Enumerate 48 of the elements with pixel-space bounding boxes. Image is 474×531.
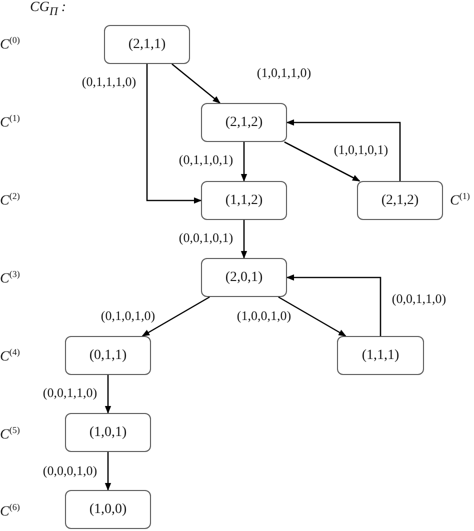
state-label: (1,1,2) — [225, 192, 263, 208]
state-label: (2,1,2) — [381, 192, 419, 208]
edge-label: (1,0,1,1,0) — [256, 66, 312, 80]
state-label: (2,0,1) — [225, 270, 263, 286]
level-label: C$^{(3)}$ — [0, 270, 20, 288]
arrow — [278, 296, 346, 337]
arrow — [286, 119, 401, 181]
arrow — [240, 220, 248, 259]
arrow — [146, 64, 202, 204]
arrow — [142, 296, 210, 337]
level-label: C$^{(4)}$ — [0, 348, 20, 366]
state-label: (1,1,1) — [362, 348, 400, 364]
state-box — [65, 490, 151, 529]
state-box — [201, 103, 287, 142]
diagram-title: CG$_{Π}$ : — [30, 0, 66, 19]
state-label: (2,1,1) — [128, 36, 166, 52]
arrow — [284, 141, 360, 182]
state-label: (0,1,1) — [89, 348, 127, 364]
arrow — [104, 375, 112, 414]
edge-label: (1,0,1,0,1) — [332, 142, 390, 158]
state-label: (1,0,1) — [89, 424, 127, 440]
state-box — [65, 413, 151, 452]
edge-label: (0,0,1,0,1) — [178, 230, 234, 246]
level-label: C$^{(0)}$ — [0, 36, 20, 54]
edge-label: (0,0,0,1,0) — [42, 464, 98, 478]
edge-label: (0,1,1,0,1) — [178, 152, 234, 168]
edge-label: (0,1,1,1,0) — [80, 74, 138, 90]
level-label: C$^{(1)}$ — [450, 192, 470, 210]
edge-label: (0,0,1,1,0) — [390, 292, 448, 306]
state-box — [201, 258, 287, 297]
level-label: C$^{(5)}$ — [0, 426, 20, 444]
edge-label: (0,0,1,1,0) — [42, 386, 98, 400]
edge-label: (0,1,0,1,0) — [100, 308, 156, 324]
level-label: C$^{(2)}$ — [0, 192, 20, 210]
state-box — [357, 181, 443, 220]
arrow — [172, 64, 221, 104]
edge-label: (1,0,0,1,0) — [236, 308, 292, 324]
state-box — [337, 336, 424, 375]
state-box — [201, 181, 287, 220]
state-label: (2,1,2) — [225, 114, 263, 130]
state-label: (1,0,0) — [89, 502, 127, 518]
arrow — [286, 274, 382, 336]
arrow — [240, 142, 248, 182]
level-label: C$^{(1)}$ — [0, 114, 20, 132]
state-box — [65, 336, 151, 375]
arrow — [104, 452, 112, 491]
state-box — [104, 25, 190, 64]
level-label: C$^{(6)}$ — [0, 503, 20, 520]
